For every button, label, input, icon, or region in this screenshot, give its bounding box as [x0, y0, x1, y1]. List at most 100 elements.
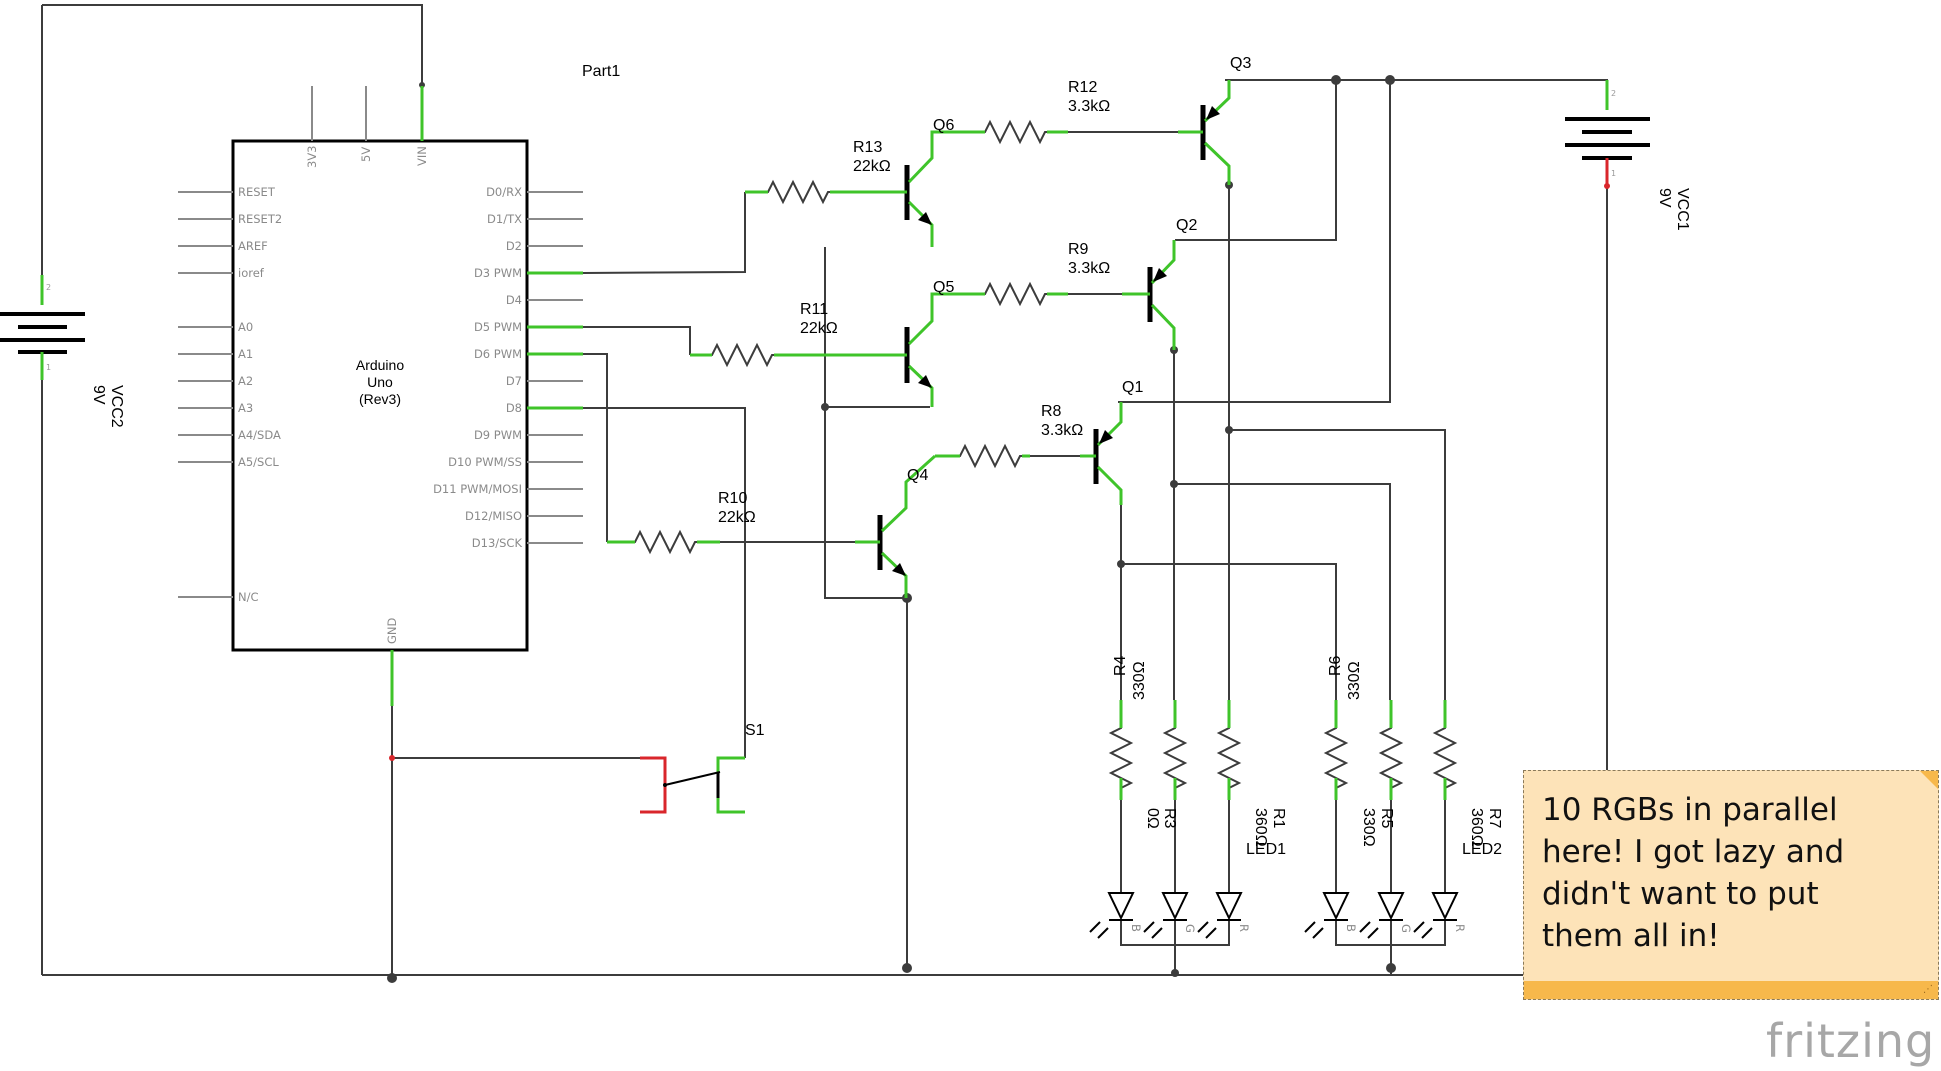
pin-d3: D3 PWM — [474, 266, 522, 280]
arduino-title-3: (Rev3) — [359, 391, 401, 407]
led2-b: B — [1344, 924, 1358, 932]
pin-3v3: 3V3 — [305, 145, 319, 168]
r6-name: R6 — [1327, 655, 1344, 676]
pin-d9: D9 PWM — [474, 428, 522, 442]
led1-blue — [1089, 892, 1135, 939]
transistor-q5 — [880, 292, 955, 407]
transistor-q6 — [880, 130, 955, 247]
base-resistors[interactable] — [607, 119, 1068, 555]
led1-red — [1197, 892, 1243, 939]
r5-name: R5 — [1378, 808, 1395, 829]
pin-d4: D4 — [506, 293, 522, 307]
pin-a3: A3 — [238, 401, 253, 415]
r3-name: R3 — [1161, 808, 1178, 829]
svg-text:2: 2 — [1611, 89, 1616, 98]
resistor-r3 — [1162, 700, 1188, 800]
resistor-r4 — [1108, 700, 1134, 800]
led2-red — [1413, 892, 1459, 939]
pin-a2: A2 — [238, 374, 253, 388]
resistor-r5 — [1378, 700, 1404, 800]
transistors[interactable] — [855, 80, 1231, 598]
led-resistors[interactable] — [1108, 700, 1458, 800]
junction-dots — [387, 75, 1396, 983]
led1-label: LED1 — [1246, 841, 1286, 858]
arduino-uno[interactable]: 3V3 5V VIN RESET RESET2 AREF ioref A0 A1… — [178, 86, 583, 706]
arduino-left-pins — [178, 191, 233, 598]
resistor-r11 — [690, 342, 880, 368]
note-fold-icon — [1920, 771, 1938, 789]
pin-nc: N/C — [238, 590, 259, 604]
r3-value: 0Ω — [1144, 808, 1161, 829]
s1-label: S1 — [745, 722, 765, 739]
r12-value: 3.3kΩ — [1068, 98, 1110, 115]
note-line-3: didn't want to put — [1542, 876, 1819, 912]
pin-gnd: GND — [385, 617, 399, 644]
wires — [41, 4, 1608, 978]
led2-blue — [1304, 892, 1350, 939]
svg-text:1: 1 — [46, 363, 51, 372]
fritzing-logo: fritzing — [1766, 1014, 1936, 1068]
r10-name: R10 — [718, 490, 747, 507]
led2-green — [1359, 892, 1405, 939]
pin-d7: D7 — [506, 374, 522, 388]
arduino-title-1: Arduino — [356, 357, 404, 373]
vcc2-value: 9V — [90, 385, 107, 405]
arduino-body — [231, 139, 529, 652]
resistor-r7 — [1432, 700, 1458, 800]
pin-d0: D0/RX — [486, 185, 522, 199]
q1-label: Q1 — [1122, 379, 1143, 396]
r9-name: R9 — [1068, 241, 1089, 258]
pin-reset2: RESET2 — [238, 212, 282, 226]
pin-d6: D6 PWM — [474, 347, 522, 361]
pin-d12: D12/MISO — [465, 509, 522, 523]
vcc2-label: VCC2 — [108, 385, 125, 428]
resize-handle-icon[interactable]: ⋰ — [1923, 984, 1933, 995]
q2-label: Q2 — [1176, 217, 1197, 234]
pin-d8: D8 — [506, 401, 522, 415]
switch-s1[interactable] — [389, 755, 745, 814]
q5-label: Q5 — [933, 279, 954, 296]
pin-d11: D11 PWM/MOSI — [433, 482, 522, 496]
part-label: Part1 — [582, 63, 620, 80]
r5-value: 330Ω — [1360, 808, 1377, 847]
r4-name: R4 — [1112, 655, 1129, 676]
r12-name: R12 — [1068, 79, 1097, 96]
resistor-r13 — [745, 179, 880, 205]
q4-label: Q4 — [907, 467, 928, 484]
note-line-1: 10 RGBs in parallel — [1542, 792, 1838, 828]
resistor-r10 — [607, 529, 855, 555]
r7-name: R7 — [1486, 808, 1503, 829]
resistor-r8 — [935, 443, 1030, 469]
r4-value: 330Ω — [1131, 661, 1148, 700]
resistor-r12 — [955, 119, 1068, 145]
resistor-r9 — [955, 281, 1068, 307]
r6-value: 330Ω — [1346, 661, 1363, 700]
led2-r: R — [1453, 924, 1467, 932]
r8-value: 3.3kΩ — [1041, 422, 1083, 439]
led1-b: B — [1129, 924, 1143, 932]
led2-g: G — [1399, 924, 1413, 933]
r9-value: 3.3kΩ — [1068, 260, 1110, 277]
pin-a5: A5/SCL — [238, 455, 279, 469]
annotation-note[interactable]: 10 RGBs in parallel here! I got lazy and… — [1523, 770, 1939, 1000]
svg-text:1: 1 — [1611, 169, 1616, 178]
svg-text:2: 2 — [46, 283, 51, 292]
r7-value: 360Ω — [1468, 808, 1485, 847]
pin-5v: 5V — [359, 147, 373, 162]
rgb-leds[interactable] — [1089, 892, 1459, 939]
r1-name: R1 — [1270, 808, 1287, 829]
arduino-right-pins — [527, 191, 583, 544]
pin-a4: A4/SDA — [238, 428, 281, 442]
pin-aref: AREF — [238, 239, 268, 253]
r13-name: R13 — [853, 139, 882, 156]
led2-label: LED2 — [1462, 841, 1502, 858]
pin-reset: RESET — [238, 185, 276, 199]
transistor-q4 — [855, 454, 937, 598]
battery-vcc1[interactable]: 2 1 VCC1 9V — [1565, 80, 1691, 231]
battery-vcc2[interactable]: 2 1 VCC2 9V — [0, 275, 125, 428]
q3-label: Q3 — [1230, 55, 1251, 72]
vcc1-value: 9V — [1656, 188, 1673, 208]
transistor-q2 — [1122, 240, 1176, 350]
note-line-2: here! I got lazy and — [1542, 834, 1845, 870]
